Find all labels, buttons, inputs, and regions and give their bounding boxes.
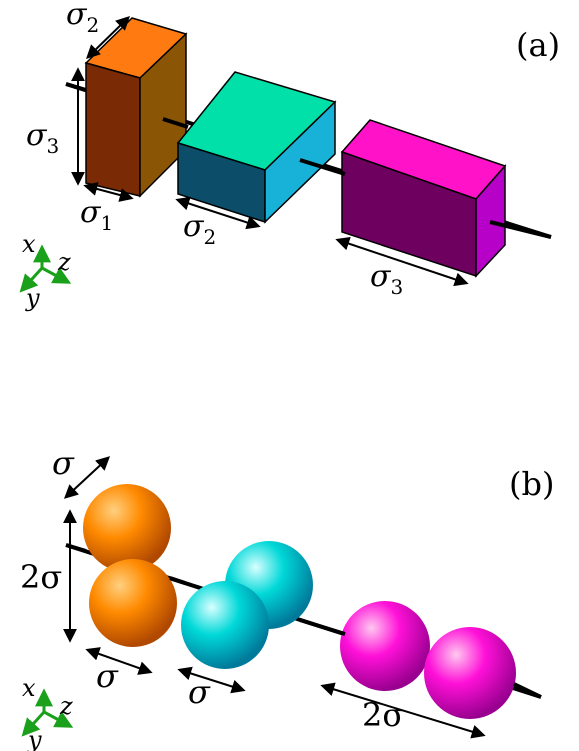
panel-b: σ 2σ σ σ 2σ (b) x z y — [20, 444, 554, 751]
dim-arrow-sigma-1 — [85, 647, 153, 675]
dim-arrow-2sigma-bottom — [320, 682, 486, 739]
axis-y-label-a: y — [25, 284, 40, 312]
panel-a: σ2 σ3 σ1 σ2 σ3 (a) x z y — [19, 0, 560, 312]
rod-b-mid2 — [299, 618, 346, 636]
label-2sigma-left: 2σ — [20, 558, 62, 596]
dim-arrow-sigma-top — [63, 456, 111, 499]
axis-z-label-a: z — [57, 248, 71, 276]
dim-arrow-s3-bottom — [335, 236, 469, 287]
box-3 — [340, 119, 507, 278]
sphere-2b — [181, 581, 269, 669]
axis-x-label-a: x — [22, 230, 36, 258]
sphere-1a — [83, 484, 171, 572]
label-sigma-2: σ — [188, 673, 211, 711]
axis-z-label-b: z — [59, 692, 73, 720]
label-s3-bottom: σ3 — [370, 259, 403, 299]
dim-arrow-sigma-2 — [177, 666, 246, 694]
sphere-1b — [89, 559, 177, 647]
rod-b-mid1 — [169, 576, 186, 585]
label-s2-top: σ2 — [66, 0, 99, 37]
label-2sigma-bottom: 2σ — [362, 696, 404, 734]
label-sigma-1: σ — [96, 657, 119, 695]
axis-triad-a: x z y — [19, 230, 72, 312]
panel-a-label: (a) — [516, 26, 560, 64]
rod-b-end — [513, 682, 542, 699]
axis-triad-b: x z y — [21, 674, 74, 751]
label-s1: σ1 — [80, 195, 113, 235]
rod-a-seg3 — [489, 220, 552, 239]
dim-arrow-s2-top — [85, 16, 131, 59]
label-s3-left: σ3 — [26, 118, 59, 158]
sphere-3a — [340, 601, 430, 691]
panel-b-label: (b) — [509, 465, 554, 503]
label-s2-bottom: σ2 — [183, 209, 216, 249]
box-2 — [176, 71, 337, 224]
label-sigma-top: σ — [52, 444, 75, 482]
rod-a-seg1 — [162, 117, 189, 129]
axis-x-label-b: x — [22, 674, 36, 702]
dim-arrow-s2-bottom — [175, 196, 261, 230]
box-1 — [84, 17, 188, 198]
sphere-3b — [424, 627, 516, 719]
rod-a-seg2 — [299, 158, 346, 176]
axis-y-label-b: y — [27, 726, 42, 751]
dim-arrow-s1 — [83, 182, 134, 202]
box-1-front — [85, 62, 141, 197]
